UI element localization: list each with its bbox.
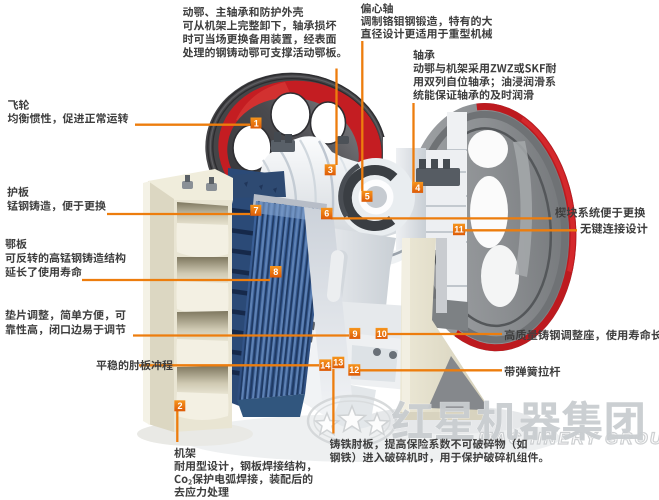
svg-text:12: 12 bbox=[349, 365, 359, 375]
svg-text:4: 4 bbox=[415, 183, 420, 193]
svg-text:10: 10 bbox=[377, 329, 387, 339]
svg-text:14: 14 bbox=[320, 360, 330, 370]
svg-text:2: 2 bbox=[177, 401, 182, 411]
svg-text:11: 11 bbox=[454, 225, 464, 235]
svg-text:9: 9 bbox=[352, 329, 357, 339]
svg-text:3: 3 bbox=[328, 165, 333, 175]
svg-text:6: 6 bbox=[324, 209, 329, 219]
svg-text:5: 5 bbox=[365, 192, 370, 202]
svg-text:13: 13 bbox=[333, 358, 343, 368]
svg-text:7: 7 bbox=[253, 206, 258, 216]
svg-text:1: 1 bbox=[254, 118, 259, 128]
svg-text:8: 8 bbox=[273, 267, 278, 277]
